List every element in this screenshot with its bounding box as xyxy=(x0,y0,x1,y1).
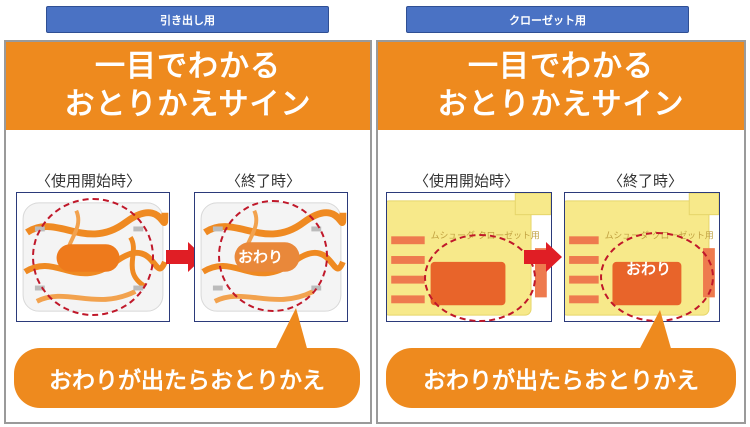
closet-headline-line-1: 一目でわかる xyxy=(468,49,654,84)
closet-end-dashed-circle xyxy=(600,232,714,322)
drawer-headline: 一目でわかる おとりかえサイン xyxy=(6,42,370,130)
closet-start-dashed-circle xyxy=(424,234,536,322)
drawer-start-dashed-circle xyxy=(32,198,154,316)
drawer-panel: 一目でわかる おとりかえサイン 〈使用開始時〉 〈終了時〉 xyxy=(4,40,372,424)
closet-callout-text: おわりが出たらおとりかえ xyxy=(423,368,699,394)
drawer-headline-line-2: おとりかえサイン xyxy=(64,87,312,122)
closet-after-label: 〈終了時〉 xyxy=(608,172,684,190)
closet-headline: 一目でわかる おとりかえサイン xyxy=(378,42,744,130)
drawer-callout-text: おわりが出たらおとりかえ xyxy=(49,368,325,394)
closet-panel: 一目でわかる おとりかえサイン 〈使用開始時〉 〈終了時〉 ムシューダ クローゼ… xyxy=(376,40,746,424)
closet-before-label: 〈使用開始時〉 xyxy=(414,172,520,190)
drawer-type-tag-label: 引き出し用 xyxy=(160,13,215,27)
drawer-headline-line-1: 一目でわかる xyxy=(95,49,281,84)
drawer-before-label: 〈使用開始時〉 xyxy=(36,172,142,190)
closet-callout-pointer xyxy=(638,310,672,352)
closet-type-tag-label: クローゼット用 xyxy=(509,13,586,27)
drawer-after-label: 〈終了時〉 xyxy=(226,172,302,190)
drawer-callout: おわりが出たらおとりかえ xyxy=(14,348,360,408)
closet-type-tag: クローゼット用 xyxy=(406,6,689,33)
closet-right-arrow-icon xyxy=(524,242,562,272)
closet-headline-line-2: おとりかえサイン xyxy=(437,87,685,122)
drawer-end-dashed-circle xyxy=(218,200,328,312)
drawer-callout-pointer xyxy=(274,308,308,352)
drawer-type-tag: 引き出し用 xyxy=(46,6,329,33)
closet-callout: おわりが出たらおとりかえ xyxy=(386,348,736,408)
